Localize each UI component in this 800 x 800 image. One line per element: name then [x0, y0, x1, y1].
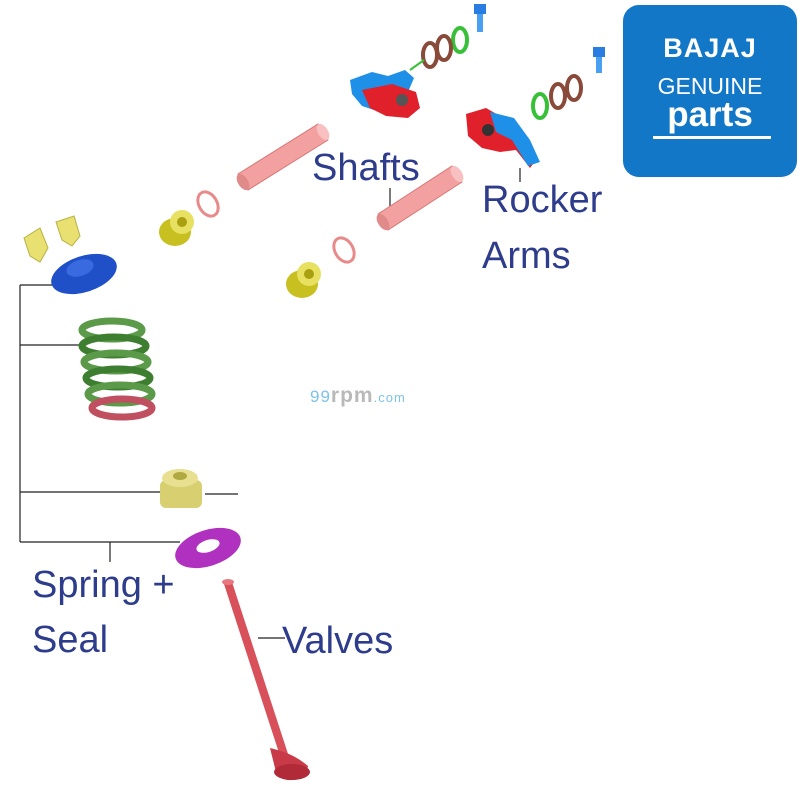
yellow-cap-upper	[159, 210, 194, 246]
rocker-arms-label-line1: Rocker	[482, 179, 603, 221]
spring-retainer	[51, 253, 117, 295]
bolt-right	[593, 47, 605, 73]
rocker-arm-upper	[350, 59, 425, 118]
o-rings-upper	[421, 26, 469, 69]
shaft-seal-lower	[332, 236, 356, 264]
watermark-part2: rpm	[330, 384, 374, 407]
spring-seat-washer	[175, 527, 241, 569]
rocker-arms-label-line2: Arms	[482, 235, 571, 277]
logo-brand: BAJAJ	[663, 33, 757, 63]
rocker-arm-lower	[466, 108, 540, 168]
spring-seal-leader-lines	[19, 284, 238, 562]
valve-spring	[78, 317, 156, 421]
yellow-cap-lower	[286, 262, 321, 298]
shaft-seal-upper	[196, 190, 220, 218]
valve-keepers	[23, 215, 81, 263]
bajaj-genuine-parts-logo: BAJAJ GENUINE parts	[623, 5, 797, 177]
valve-stem-seal	[160, 469, 202, 508]
watermark: 99rpm.com	[310, 384, 406, 408]
logo-line-parts: parts	[667, 95, 753, 134]
bolt-top	[474, 4, 486, 32]
valve	[222, 579, 310, 781]
o-rings-lower	[531, 74, 583, 120]
spring-seal-label-line2: Seal	[32, 619, 109, 661]
shaft-upper	[236, 123, 330, 191]
spring-seal-label-line1: Spring +	[32, 564, 175, 606]
logo-line-genuine: GENUINE	[657, 73, 763, 99]
logo-underline	[653, 136, 771, 139]
shaft-lower	[376, 165, 464, 231]
watermark-part1: 99	[310, 387, 331, 406]
shafts-label: Shafts	[312, 147, 420, 189]
watermark-part3: .com	[373, 390, 406, 405]
valves-label: Valves	[282, 620, 394, 662]
